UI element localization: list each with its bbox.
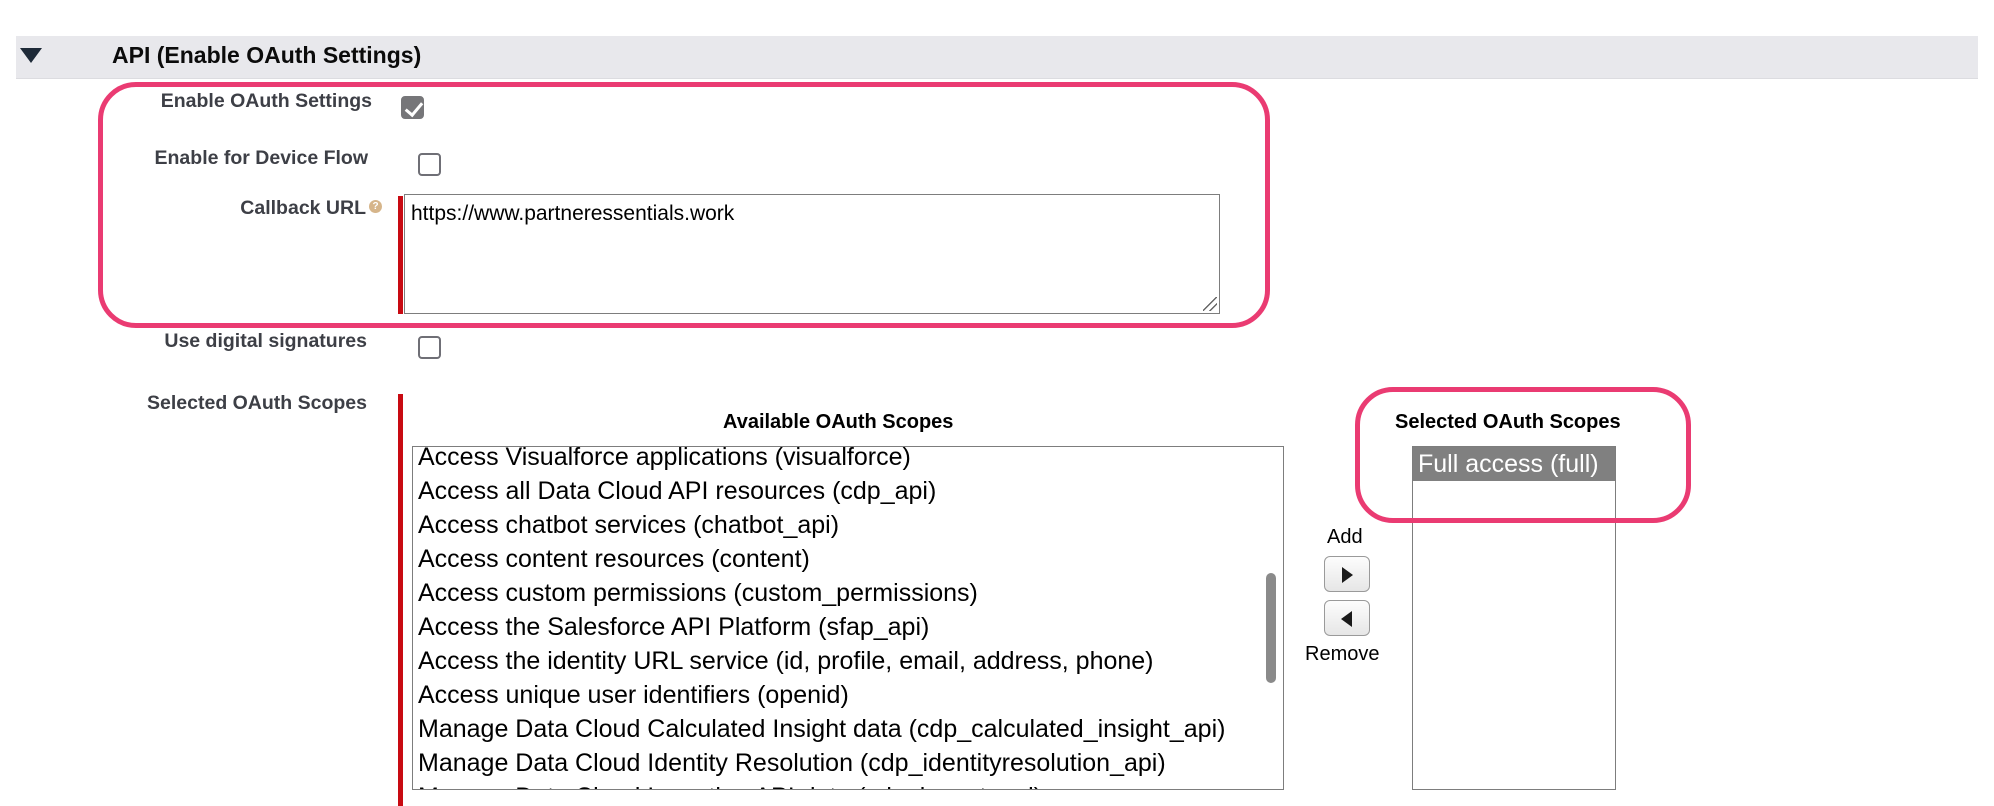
enable-oauth-checkbox[interactable] bbox=[401, 96, 424, 119]
available-scope-item[interactable]: Access chatbot services (chatbot_api) bbox=[418, 511, 840, 539]
available-scope-item[interactable]: Manage Data Cloud Calculated Insight dat… bbox=[418, 715, 1226, 743]
section-title: API (Enable OAuth Settings) bbox=[112, 42, 422, 68]
digital-signatures-label: Use digital signatures bbox=[164, 330, 367, 352]
available-scope-item[interactable]: Access unique user identifiers (openid) bbox=[418, 681, 849, 709]
available-scope-item[interactable]: Access the identity URL service (id, pro… bbox=[418, 647, 1154, 675]
help-icon[interactable]: ? bbox=[369, 200, 382, 213]
required-indicator bbox=[398, 196, 403, 314]
arrow-right-icon bbox=[1342, 567, 1353, 583]
selected-scopes-list[interactable]: Full access (full) bbox=[1412, 446, 1616, 790]
available-scope-item[interactable]: Access custom permissions (custom_permis… bbox=[418, 579, 978, 607]
remove-label: Remove bbox=[1305, 643, 1380, 665]
add-label: Add bbox=[1327, 526, 1363, 548]
arrow-left-icon bbox=[1341, 611, 1352, 627]
required-indicator bbox=[398, 394, 403, 806]
available-scope-item[interactable]: Access Visualforce applications (visualf… bbox=[418, 446, 911, 471]
available-scope-item[interactable]: Access the Salesforce API Platform (sfap… bbox=[418, 613, 930, 641]
section-header bbox=[16, 36, 1978, 79]
available-scope-item[interactable]: Access all Data Cloud API resources (cdp… bbox=[418, 477, 937, 505]
device-flow-label: Enable for Device Flow bbox=[154, 147, 368, 169]
add-button[interactable] bbox=[1324, 556, 1370, 592]
collapse-triangle-icon[interactable] bbox=[20, 48, 42, 63]
available-scopes-list[interactable]: Access Visualforce applications (visualf… bbox=[412, 446, 1284, 790]
available-scope-item[interactable]: Manage Data Cloud Identity Resolution (c… bbox=[418, 749, 1166, 777]
digital-signatures-checkbox[interactable] bbox=[418, 336, 441, 359]
resize-grip-icon[interactable] bbox=[1203, 297, 1217, 311]
device-flow-checkbox[interactable] bbox=[418, 153, 441, 176]
enable-oauth-label: Enable OAuth Settings bbox=[160, 90, 372, 112]
scrollbar-thumb[interactable] bbox=[1266, 573, 1276, 683]
selected-scope-item[interactable]: Full access (full) bbox=[1413, 447, 1615, 481]
remove-button[interactable] bbox=[1324, 600, 1370, 636]
callback-url-textarea[interactable]: https://www.partneressentials.work bbox=[404, 194, 1220, 314]
available-scope-item[interactable]: Manage Data Cloud Ingestion API data (cd… bbox=[418, 783, 1042, 789]
selected-scopes-title: Selected OAuth Scopes bbox=[1395, 411, 1621, 433]
available-scopes-title: Available OAuth Scopes bbox=[723, 411, 954, 433]
callback-url-value: https://www.partneressentials.work bbox=[411, 202, 735, 225]
available-scope-item[interactable]: Access content resources (content) bbox=[418, 545, 810, 573]
callback-url-label: Callback URL bbox=[240, 197, 366, 219]
oauth-scopes-label: Selected OAuth Scopes bbox=[147, 392, 367, 414]
